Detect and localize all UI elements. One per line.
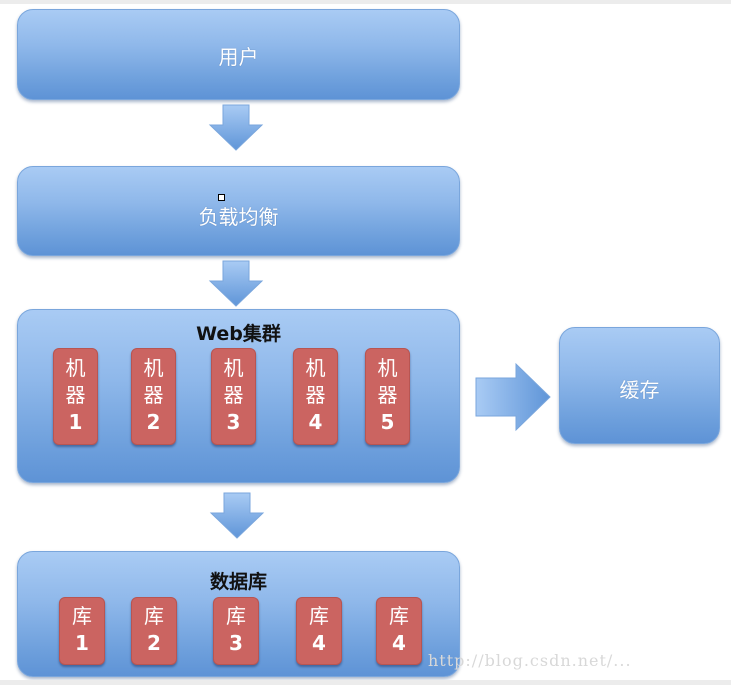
- shard-label: 库: [72, 604, 92, 628]
- machine-label: 器: [377, 383, 398, 407]
- machine-node: 机 器 2: [131, 348, 176, 445]
- machine-number: 5: [380, 410, 395, 434]
- shard-number: 4: [312, 631, 326, 655]
- machine-label: 机: [305, 356, 326, 380]
- shard-label: 库: [389, 604, 409, 628]
- machine-label: 器: [143, 383, 164, 407]
- bottom-border: [0, 680, 731, 685]
- database-node: 数据库 库 1 库 2 库 3 库 4 库 4: [17, 551, 460, 677]
- down-arrow-icon: [208, 104, 264, 151]
- top-border: [0, 0, 731, 4]
- database-shard-node: 库 3: [213, 597, 259, 665]
- database-shard-node: 库 1: [59, 597, 105, 665]
- shard-number: 2: [147, 631, 161, 655]
- shard-label: 库: [144, 604, 164, 628]
- machine-node: 机 器 4: [293, 348, 338, 445]
- mouse-cursor-marker: [218, 194, 225, 201]
- machine-number: 3: [226, 410, 241, 434]
- right-arrow-icon: [475, 362, 551, 432]
- machine-label: 器: [223, 383, 244, 407]
- machine-label: 机: [143, 356, 164, 380]
- database-shard-node: 库 2: [131, 597, 177, 665]
- web-cluster-node: Web集群 机 器 1 机 器 2 机 器 3 机 器 4 机 器 5: [17, 309, 460, 483]
- machine-number: 4: [308, 410, 323, 434]
- database-shard-node: 库 4: [296, 597, 342, 665]
- down-arrow-icon: [209, 492, 265, 539]
- user-node-label: 用户: [218, 45, 259, 69]
- down-arrow-icon: [208, 260, 264, 307]
- web-cluster-title: Web集群: [196, 323, 281, 345]
- machine-node: 机 器 5: [365, 348, 410, 445]
- database-title: 数据库: [209, 571, 267, 593]
- database-shard-node: 库 4: [376, 597, 422, 665]
- watermark-text: http://blog.csdn.net/...: [428, 651, 632, 670]
- shard-label: 库: [226, 604, 246, 628]
- machine-node: 机 器 1: [53, 348, 98, 445]
- shard-number: 1: [75, 631, 89, 655]
- user-node: 用户: [17, 9, 460, 100]
- machine-number: 1: [68, 410, 83, 434]
- shard-number: 3: [229, 631, 243, 655]
- cache-node: 缓存: [559, 327, 720, 444]
- shard-label: 库: [309, 604, 329, 628]
- machine-label: 器: [65, 383, 86, 407]
- cache-label: 缓存: [619, 378, 660, 402]
- machine-label: 机: [377, 356, 398, 380]
- machine-node: 机 器 3: [211, 348, 256, 445]
- machine-label: 器: [305, 383, 326, 407]
- load-balancer-node: 负载均衡: [17, 166, 460, 256]
- load-balancer-label: 负载均衡: [198, 205, 279, 229]
- shard-number: 4: [392, 631, 406, 655]
- machine-label: 机: [65, 356, 86, 380]
- machine-number: 2: [146, 410, 161, 434]
- machine-label: 机: [223, 356, 244, 380]
